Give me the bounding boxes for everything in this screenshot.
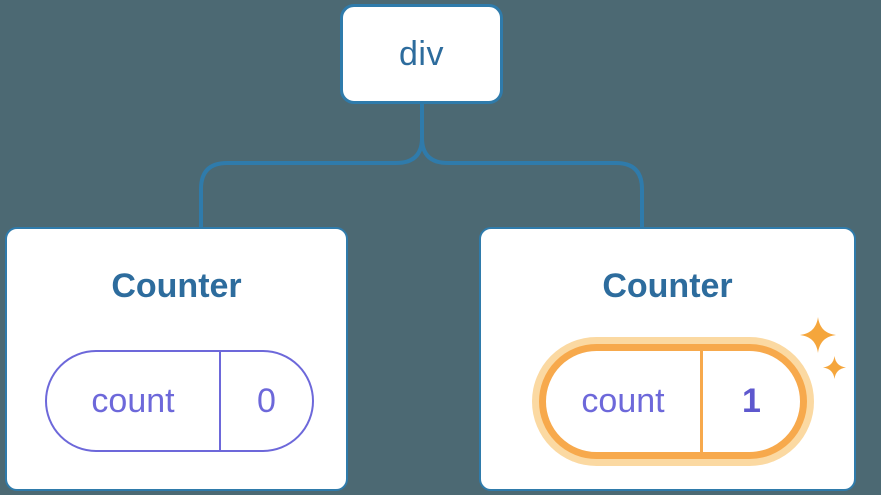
sparkles-icon xyxy=(800,317,836,353)
sparkles-icon xyxy=(823,356,846,379)
connector-left-branch xyxy=(199,104,424,229)
state-name: count xyxy=(546,351,703,452)
state-pill-highlighted: count 1 xyxy=(539,344,807,459)
state-name: count xyxy=(47,352,221,450)
state-value: 0 xyxy=(257,381,276,420)
counter-card-right: Counter count 1 xyxy=(479,227,856,491)
root-node-label: div xyxy=(399,34,444,73)
counter-card-left: Counter count 0 xyxy=(5,227,348,491)
root-node: div xyxy=(340,4,503,104)
state-value: 1 xyxy=(742,382,761,420)
connector-right-branch xyxy=(420,104,644,229)
component-title: Counter xyxy=(602,267,733,305)
component-title: Counter xyxy=(111,267,242,305)
state-pill: count 0 xyxy=(45,350,314,452)
